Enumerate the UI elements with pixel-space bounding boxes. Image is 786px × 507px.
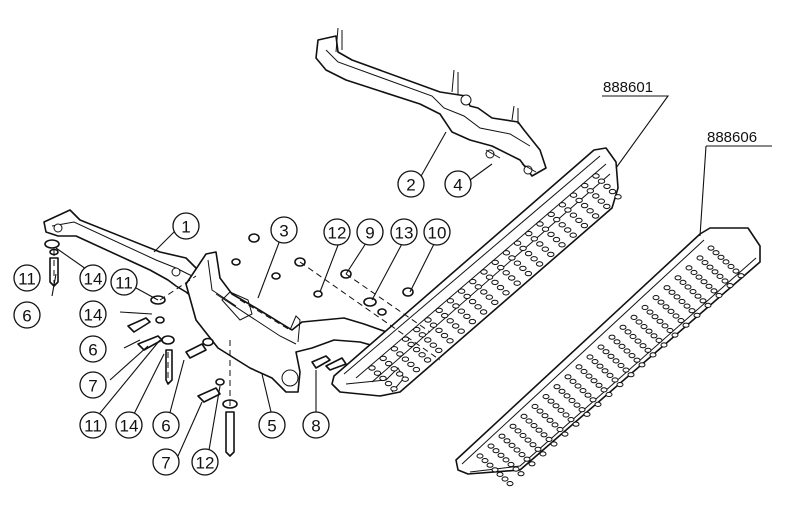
step-assembly — [331, 147, 622, 397]
svg-text:7: 7 — [161, 454, 170, 473]
callout-9: 9 — [356, 218, 384, 246]
callout-6-middle: 6 — [79, 335, 107, 363]
callout-14-middle: 14 — [79, 300, 107, 328]
alignment-lines — [53, 250, 441, 410]
callout-10: 10 — [423, 218, 451, 246]
callout-13: 13 — [390, 218, 418, 246]
step-pad-holes — [476, 245, 745, 487]
front-mounting-bracket — [43, 209, 207, 301]
svg-text:11: 11 — [115, 274, 133, 293]
callout-bubbles: 1 2 3 4 5 6 6 6 7 7 8 9 10 11 11 11 12 1… — [13, 170, 472, 476]
svg-text:14: 14 — [120, 417, 139, 436]
callout-6-left: 6 — [13, 301, 41, 329]
leader-lines — [51, 95, 772, 457]
svg-text:13: 13 — [395, 224, 414, 243]
callout-4: 4 — [444, 170, 472, 198]
part-number-step-pad: 888606 — [707, 129, 757, 146]
callout-11-lower: 11 — [79, 411, 107, 439]
rear-mounting-bracket — [315, 27, 547, 177]
svg-text:4: 4 — [453, 176, 462, 195]
svg-text:3: 3 — [279, 222, 288, 241]
svg-text:11: 11 — [84, 417, 102, 436]
svg-text:6: 6 — [22, 307, 31, 326]
callout-7-upper: 7 — [79, 371, 107, 399]
step-pad — [455, 227, 761, 487]
svg-text:8: 8 — [311, 417, 320, 436]
callout-2: 2 — [397, 170, 425, 198]
svg-text:2: 2 — [406, 176, 415, 195]
callout-1: 1 — [172, 212, 200, 240]
svg-text:9: 9 — [365, 224, 374, 243]
svg-text:14: 14 — [84, 306, 103, 325]
svg-text:12: 12 — [196, 454, 215, 473]
step-assembly-holes — [368, 173, 622, 392]
callout-8: 8 — [302, 411, 330, 439]
callout-5: 5 — [258, 411, 286, 439]
svg-text:10: 10 — [428, 224, 447, 243]
svg-text:6: 6 — [88, 341, 97, 360]
svg-text:12: 12 — [328, 224, 347, 243]
svg-text:1: 1 — [181, 218, 190, 237]
callout-6-lower: 6 — [152, 411, 180, 439]
svg-text:14: 14 — [84, 270, 103, 289]
callout-12-lower: 12 — [191, 448, 219, 476]
svg-text:11: 11 — [18, 270, 36, 289]
callout-3: 3 — [270, 216, 298, 244]
callout-11-middle: 11 — [110, 268, 138, 296]
svg-text:5: 5 — [267, 417, 276, 436]
callout-14-lower: 14 — [115, 411, 143, 439]
callout-14-left: 14 — [79, 264, 107, 292]
part-number-step-assembly: 888601 — [603, 79, 653, 96]
svg-text:6: 6 — [161, 417, 170, 436]
callout-7-lower: 7 — [152, 448, 180, 476]
svg-text:7: 7 — [88, 377, 97, 396]
callout-12-upper: 12 — [323, 218, 351, 246]
callout-11-left: 11 — [13, 264, 41, 292]
